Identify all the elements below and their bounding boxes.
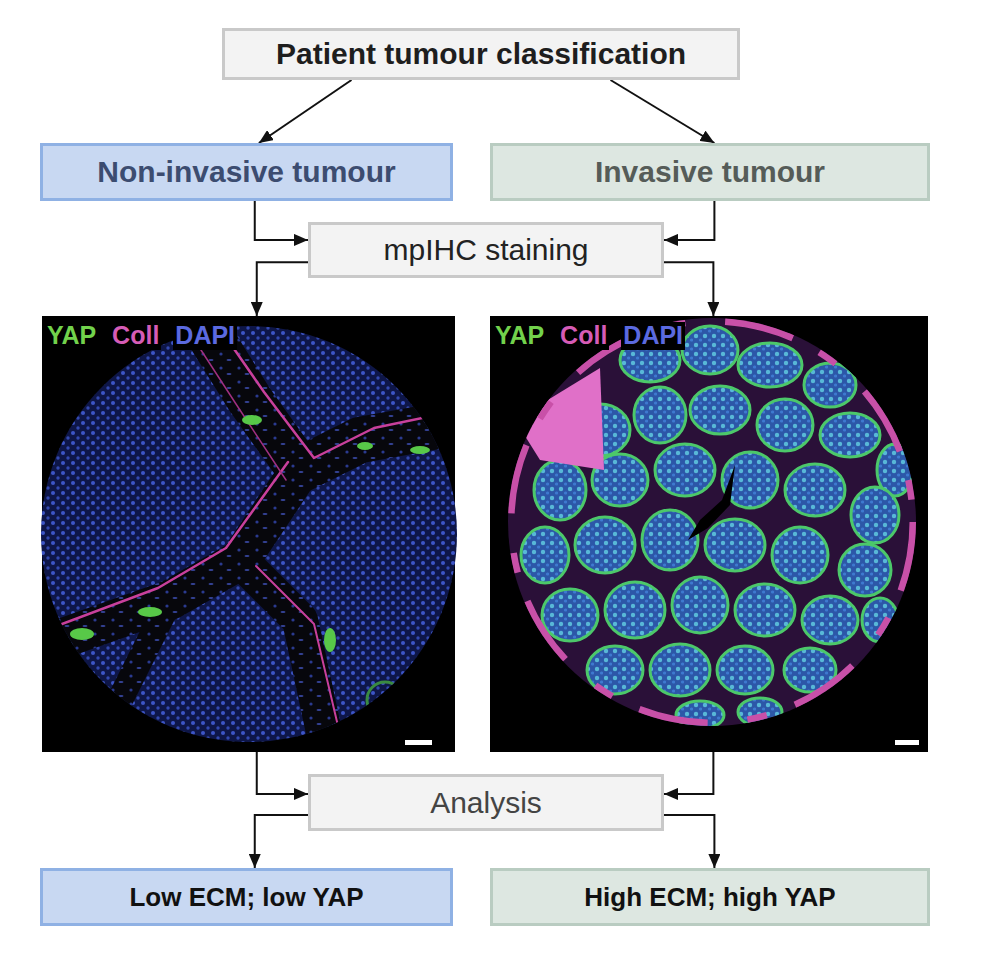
box-label: Invasive tumour — [595, 155, 825, 189]
stain-label: Coll — [110, 322, 161, 350]
flow-arrow — [255, 815, 308, 868]
stain-label: DAPI — [173, 322, 237, 350]
classification-box: Patient tumour classification — [222, 28, 740, 80]
micrograph-panel: YAP Coll DAPI — [42, 316, 455, 752]
flow-arrow — [259, 80, 352, 143]
flow-arrow — [664, 262, 713, 316]
flow-arrow — [664, 752, 713, 794]
flow-arrow — [255, 201, 308, 240]
process-box: Analysis — [308, 774, 664, 831]
flow-arrow — [257, 752, 308, 794]
scale-bar — [405, 740, 432, 745]
micrograph-panel: YAP Coll DAPI — [490, 316, 928, 752]
result-box: High ECM; high YAP — [490, 868, 930, 926]
box-label: Patient tumour classification — [276, 37, 686, 71]
box-label: Low ECM; low YAP — [129, 882, 363, 913]
stain-label: YAP — [45, 322, 98, 350]
tissue-core — [30, 320, 470, 760]
box-label: Non-invasive tumour — [97, 155, 395, 189]
box-label: High ECM; high YAP — [584, 882, 835, 913]
box-label: mpIHC staining — [383, 233, 588, 267]
stain-label: YAP — [493, 322, 546, 350]
flow-arrow — [664, 815, 714, 868]
stain-label: Coll — [558, 322, 609, 350]
process-box: mpIHC staining — [308, 222, 664, 278]
flow-arrow — [611, 80, 715, 143]
result-box: Low ECM; low YAP — [40, 868, 453, 926]
box-label: Analysis — [430, 786, 542, 820]
tissue-core — [500, 310, 930, 740]
flow-arrow — [257, 262, 308, 316]
scale-bar — [895, 740, 919, 745]
category-box: Non-invasive tumour — [40, 143, 453, 201]
stain-label: DAPI — [621, 322, 685, 350]
category-box: Invasive tumour — [490, 143, 930, 201]
flow-arrow — [664, 201, 714, 240]
